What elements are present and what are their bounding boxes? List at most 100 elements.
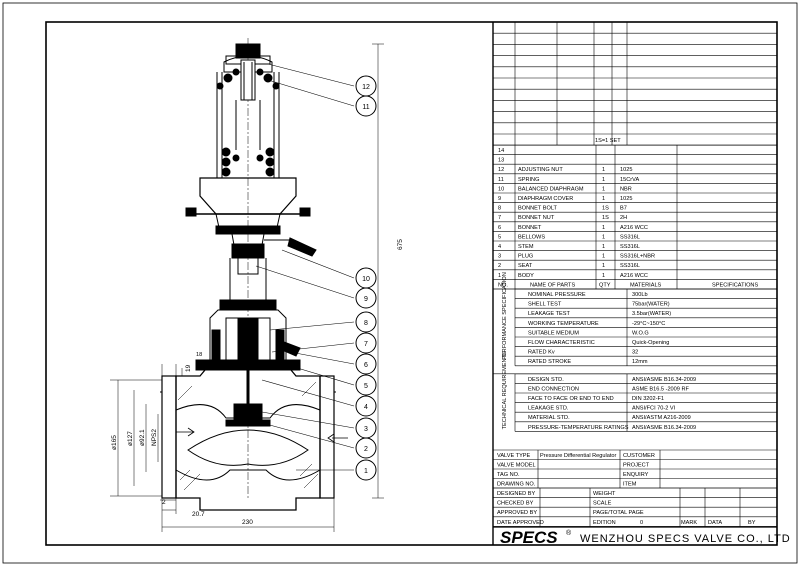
part-material: A216 WCC [620,225,648,231]
signoff-label: SCALE [593,501,612,507]
part-name: BALANCED DIAPHRAGM [518,186,584,192]
balloon-number: 9 [364,296,368,303]
part-name: SEAT [518,263,533,269]
part-no: 1 [498,273,501,279]
tech-value: ASME B16.5 -2009 RF [632,386,689,392]
perf-value: 3.5bar(WATER) [632,311,671,317]
part-no: 12 [498,167,504,173]
dim-od: ø127 [127,431,134,446]
part-balloon: 9 [355,287,377,309]
tech-value: ANSI/FCI 70-2 VI [632,406,676,412]
part-material: 1025 [620,196,632,202]
registered-mark: ® [566,529,572,537]
data-label: DATA [708,520,722,526]
part-balloon: 11 [355,95,377,117]
part-balloon: 5 [355,374,377,396]
part-balloon: 7 [355,332,377,354]
part-qty: 1S [602,206,609,212]
dim-raised-face: 18 [196,352,202,358]
info-value: Pressure Differential Regulator [540,453,617,459]
balloon-number: 2 [364,446,368,453]
tech-value: ANSI/ASME B16.34-2009 [632,425,696,431]
perf-value: W.O.G [632,330,649,336]
perf-key: RATED STROKE [528,359,571,365]
dim-bore: NPS2 [151,429,158,446]
part-no: 5 [498,234,501,240]
perf-value: -29°C~150°C [632,321,665,327]
part-no: 6 [498,225,501,231]
part-balloon: 2 [355,437,377,459]
part-no: 2 [498,263,501,269]
signoff-label: WEIGHT [593,491,616,497]
signoff-label: DESIGNED BY [497,491,536,497]
part-no: 7 [498,215,501,221]
company-name: WENZHOU SPECS VALVE CO., LTD [580,533,791,545]
tech-key: DESIGN STD. [528,377,564,383]
part-qty: 1 [602,263,605,269]
part-name: BONNET [518,225,542,231]
signoff-label: APPROVED BY [497,510,537,516]
company-logo: SPECS [500,528,558,547]
technical-side-label: TECHNICAL REQUIREMENTS [502,351,508,429]
perf-key: SHELL TEST [528,302,562,308]
part-balloon: 1 [355,459,377,481]
part-qty: 1 [602,167,605,173]
dim-top: 19 [185,364,192,372]
part-qty: 1 [602,244,605,250]
balloon-number: 4 [364,404,368,411]
balloon-number: 3 [364,426,368,433]
info-label: TAG NO. [497,472,520,478]
part-qty: 1 [602,273,605,279]
part-name: BONNET NUT [518,215,555,221]
part-material: B7 [620,206,627,212]
part-no: 8 [498,206,501,212]
tech-value: ANSI/ASTM A216-2009 [632,415,691,421]
part-material: 15CrVA [620,177,639,183]
part-material: SS316L [620,234,640,240]
part-qty: 1 [602,196,605,202]
part-no: 10 [498,186,504,192]
info-label: CUSTOMER [623,453,655,459]
part-qty: 1 [602,177,605,183]
part-qty: 1 [602,234,605,240]
tech-key: FACE TO FACE OR END TO END [528,396,614,402]
part-name: BODY [518,273,534,279]
perf-key: NOMINAL PRESSURE [528,292,586,298]
part-balloon: 10 [355,267,377,289]
part-no: 3 [498,254,501,260]
part-material: SS316L [620,244,640,250]
part-material: SS316L [620,263,640,269]
part-no: 9 [498,196,501,202]
edition-value: 0 [640,520,643,526]
perf-key: FLOW CHARACTERISTIC [528,340,595,346]
header-name: NAME OF PARTS [530,282,575,288]
perf-value: 75bar(WATER) [632,302,670,308]
balloon-number: 7 [364,341,368,348]
part-balloon: 8 [355,311,377,333]
info-label: PROJECT [623,463,650,469]
dimension-labels: 675 230 20.7 2 ø165 ø127 ø92.1 NPS2 19 1… [111,239,404,526]
balloon-number: 10 [362,276,370,283]
part-no: 11 [498,177,504,183]
balloon-number: 11 [362,104,369,111]
valve-cross-section-drawing [110,38,384,532]
dim-face-to-face: 230 [242,519,253,526]
perf-key: WORKING TEMPERATURE [528,321,599,327]
part-material: 1025 [620,167,632,173]
tech-value: ANSI/ASME B16.34-2009 [632,377,696,383]
part-name: SPRING [518,177,539,183]
part-qty: 1 [602,225,605,231]
part-material: 2H [620,215,627,221]
perf-key: RATED Kv [528,350,555,356]
part-qty: 1S [602,215,609,221]
part-name: PLUG [518,254,533,260]
part-name: DIAPHRAGM COVER [518,196,573,202]
perf-value: 32 [632,350,638,356]
perf-value: Quick-Opening [632,340,669,346]
mark-label: MARK [681,520,697,526]
part-name: BELLOWS [518,234,545,240]
part-balloon: 12 [355,75,377,97]
dim-rf: ø92.1 [139,429,146,446]
